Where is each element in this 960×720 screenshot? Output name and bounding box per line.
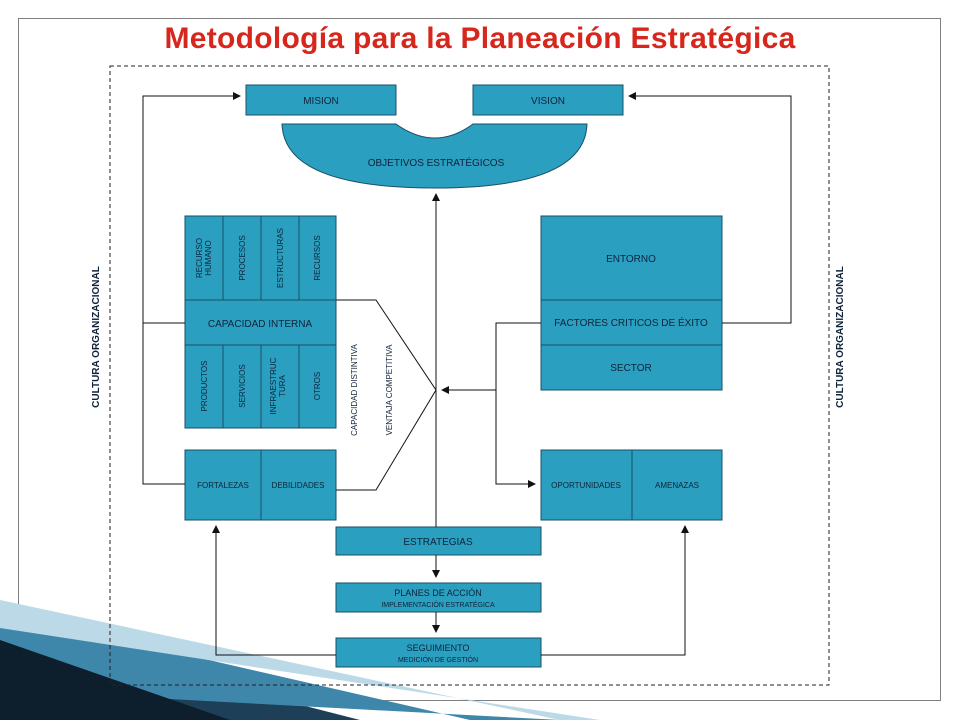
cultura-dashed-frame — [109, 65, 830, 686]
capacidad-interna-cell — [184, 299, 337, 346]
productos-label: PRODUCTOS — [200, 361, 209, 412]
cultura-right-label: CULTURA ORGANIZACIONAL — [835, 266, 846, 408]
entorno-cell — [540, 215, 723, 301]
fortalezas-cell — [184, 449, 262, 521]
fortalezas-label: FORTALEZAS — [197, 481, 249, 490]
seguimiento-label-2: MEDICIÓN DE GESTIÓN — [398, 655, 478, 664]
objetivos-label: OBJETIVOS ESTRATÉGICOS — [368, 156, 505, 169]
servicios-label: SERVICIOS — [238, 364, 247, 407]
page-title: Metodología para la Planeación Estratégi… — [164, 22, 796, 55]
planes-accion-box: PLANES DE ACCIÓN IMPLEMENTACIÓN ESTRATÉG… — [335, 582, 542, 613]
feedback-to-amenazas — [541, 525, 689, 656]
cultura-left-label: CULTURA ORGANIZACIONAL — [91, 266, 102, 408]
seguimiento-label-1: SEGUIMIENTO — [407, 643, 470, 653]
oportunidades-label: OPORTUNIDADES — [551, 481, 621, 490]
productos-cell — [184, 344, 224, 429]
arrow-to-oportunidades — [495, 322, 541, 488]
procesos-label: PROCESOS — [238, 235, 247, 280]
debilidades-cell — [260, 449, 337, 521]
otros-label: OTROS — [313, 372, 322, 400]
mision-label: MISION — [303, 96, 339, 107]
estrategias-label: ESTRATEGIAS — [403, 537, 473, 548]
amenazas-label: AMENAZAS — [655, 481, 699, 490]
capacidad-interna-label: CAPACIDAD INTERNA — [208, 319, 313, 330]
oportunidades-cell — [540, 449, 633, 521]
sector-cell — [540, 344, 723, 391]
vision-box: VISION — [472, 84, 624, 116]
slide-frame — [18, 18, 941, 701]
debilidades-label: DEBILIDADES — [272, 481, 325, 490]
infraestructura-label-1: INFRAESTRUC — [269, 357, 278, 414]
left-loop-fortalezas — [142, 323, 185, 485]
objetivos-estrategicos-shape: OBJETIVOS ESTRATÉGICOS — [281, 123, 588, 189]
oportunidades-amenazas-block: OPORTUNIDADES AMENAZAS — [540, 449, 723, 521]
estrategias-box: ESTRATEGIAS — [335, 526, 542, 556]
seguimiento-box: SEGUIMIENTO MEDICIÓN DE GESTIÓN — [335, 637, 542, 668]
arrow-to-mision — [142, 92, 241, 324]
estructuras-label: ESTRUCTURAS — [276, 228, 285, 288]
ventaja-competitiva-label: VENTAJA COMPETITIVA — [385, 344, 394, 435]
feedback-to-fortalezas — [212, 525, 336, 656]
recursos-label: RECURSOS — [313, 235, 322, 280]
decorative-ribbon — [0, 600, 600, 720]
procesos-cell — [222, 215, 262, 301]
planes-label-1: PLANES DE ACCIÓN — [394, 588, 482, 598]
infraestructura-cell — [260, 344, 300, 429]
servicios-cell — [222, 344, 262, 429]
sector-label: SECTOR — [610, 363, 652, 374]
recurso-humano-cell — [184, 215, 224, 301]
entorno-block: ENTORNO FACTORES CRITICOS DE ÉXITO SECTO… — [540, 215, 723, 391]
recurso-humano-label-2: HUMANO — [204, 240, 213, 276]
connectors — [142, 92, 792, 656]
arrow-to-vision — [628, 92, 792, 324]
infraestructura-label-2: TURA — [278, 374, 287, 396]
factores-criticos-label: FACTORES CRITICOS DE ÉXITO — [554, 316, 708, 329]
amenazas-cell — [631, 449, 723, 521]
mision-box: MISION — [245, 84, 397, 116]
capacidad-interna-block: RECURSO HUMANO PROCESOS ESTRUCTURAS RECU… — [184, 215, 337, 429]
fortalezas-debilidades-block: FORTALEZAS DEBILIDADES — [184, 449, 337, 521]
recursos-cell — [298, 215, 337, 301]
recurso-humano-label-1: RECURSO — [195, 238, 204, 278]
entorno-label: ENTORNO — [606, 254, 656, 265]
capacidad-distintiva-label: CAPACIDAD DISTINTIVA — [350, 343, 359, 435]
vision-label: VISION — [531, 96, 565, 107]
estructuras-cell — [260, 215, 300, 301]
planes-label-2: IMPLEMENTACIÓN ESTRATÉGICA — [381, 600, 495, 609]
otros-cell — [298, 344, 337, 429]
